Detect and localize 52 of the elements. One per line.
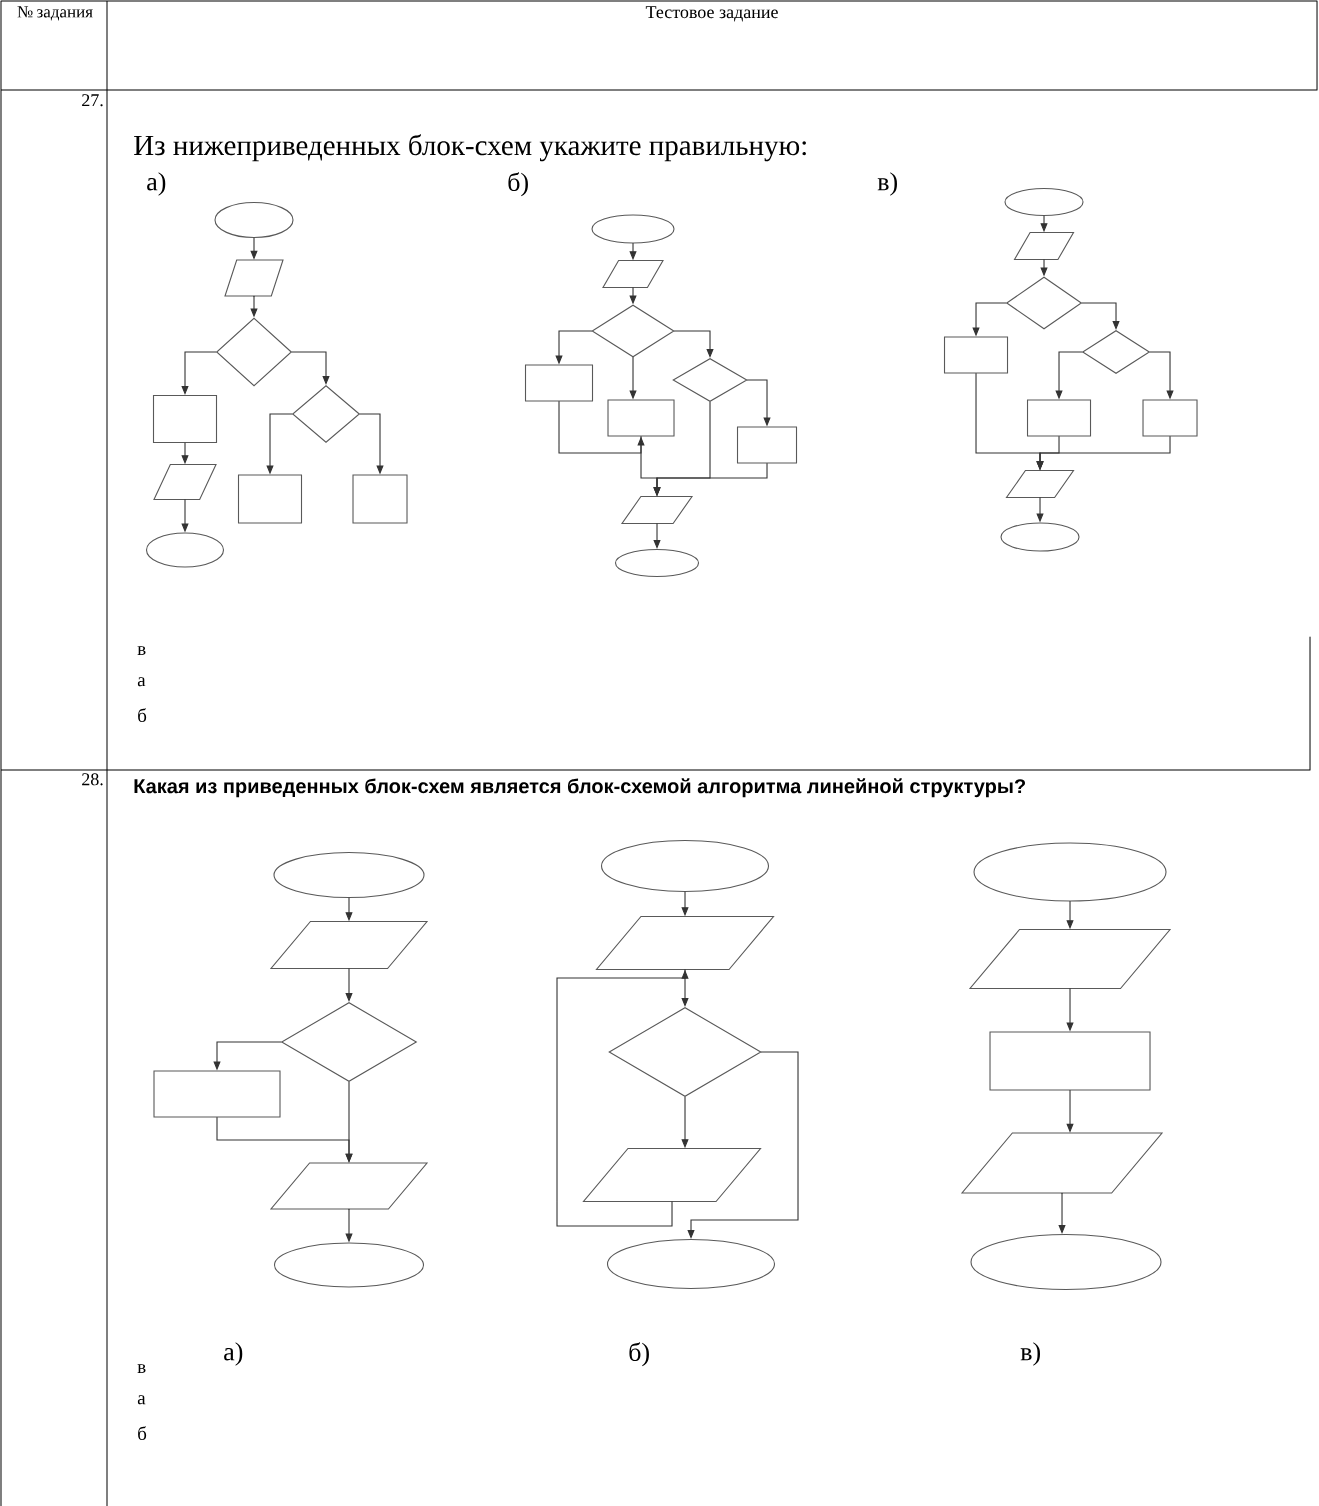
process-box: [1142, 399, 1198, 437]
answer-option: б: [138, 708, 147, 722]
question-text: Какая из приведенных блок-схем является блок-схемой алгоритма линейной структуры?: [134, 778, 1025, 798]
arrow: [558, 401, 645, 454]
task-number: 27.: [82, 94, 103, 107]
parallelogram-shape: [224, 259, 284, 297]
column-header: № задания: [17, 6, 93, 21]
answer-option: в: [137, 646, 146, 655]
process-box: [237, 474, 303, 524]
ellipse-shape: [973, 842, 1167, 902]
question-text: Из нижеприведенных блок-схем укажите правильную:: [134, 134, 806, 162]
ellipse-shape: [600, 839, 770, 893]
answer-option: а: [137, 677, 146, 687]
option-label: в): [1020, 1342, 1040, 1366]
parallelogram-shape: [1013, 231, 1075, 261]
answer-option: в: [137, 1364, 146, 1373]
ellipse-shape: [591, 214, 675, 244]
process-box: [352, 474, 408, 524]
option-label: а): [147, 172, 166, 196]
option-label: в): [877, 172, 897, 196]
ellipse-shape: [273, 1242, 425, 1288]
process-box: [736, 426, 798, 464]
process-box: [989, 1031, 1151, 1091]
decision-diamond: [608, 1007, 762, 1097]
option-label: а): [224, 1342, 243, 1366]
ellipse-shape: [1000, 522, 1080, 552]
ellipse-shape: [970, 1233, 1162, 1291]
answer-option: а: [137, 1395, 146, 1405]
process-box: [153, 1070, 281, 1118]
column-header: Тестовое задание: [645, 6, 778, 22]
decision-diamond: [672, 358, 748, 402]
process-box: [1026, 399, 1092, 437]
decision-diamond: [591, 304, 675, 358]
parallelogram-shape: [602, 259, 664, 289]
option-label: б): [508, 172, 528, 197]
process-box: [152, 394, 218, 444]
parallelogram-shape: [582, 1147, 762, 1203]
ellipse-shape: [614, 548, 700, 578]
ellipse-shape: [214, 201, 294, 239]
process-box: [607, 399, 675, 437]
ellipse-shape: [145, 532, 225, 568]
process-box: [943, 336, 1009, 374]
ellipse-shape: [273, 851, 425, 899]
task-number: 28.: [82, 773, 103, 786]
parallelogram-shape: [153, 463, 217, 501]
process-box: [524, 364, 594, 402]
option-label: б): [629, 1342, 649, 1367]
parallelogram-shape: [1005, 469, 1075, 499]
ellipse-shape: [1004, 187, 1084, 217]
answer-option: б: [138, 1426, 147, 1440]
parallelogram-shape: [595, 915, 775, 971]
ellipse-shape: [606, 1238, 776, 1290]
